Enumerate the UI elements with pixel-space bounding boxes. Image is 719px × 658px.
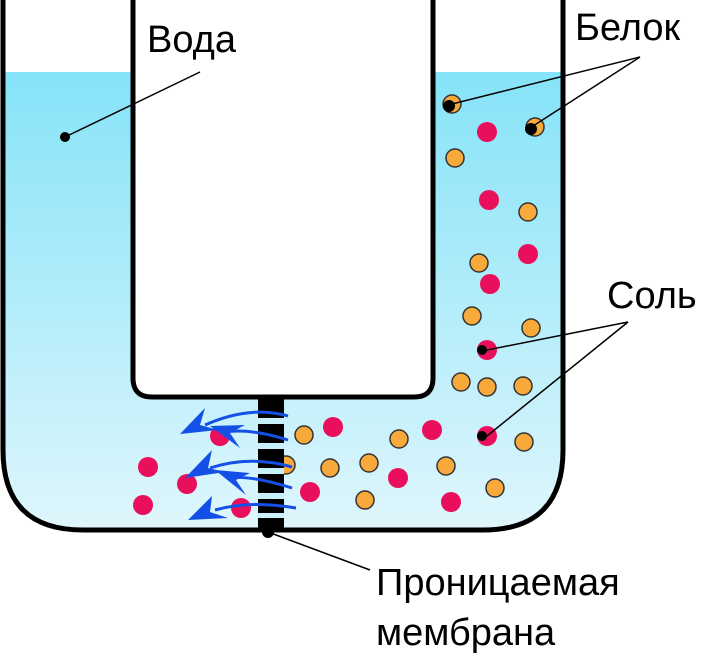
- protein-particle: [445, 148, 465, 168]
- protein-particle: [469, 253, 489, 273]
- salt-particle: [231, 498, 251, 518]
- label-membrane-line1: Проницаемая: [376, 562, 620, 604]
- protein-particle: [320, 458, 340, 478]
- protein-particle: [294, 425, 314, 445]
- protein-particle: [355, 490, 375, 510]
- salt-particle: [300, 482, 320, 502]
- salt-particle: [323, 417, 343, 437]
- protein-particle: [477, 377, 497, 397]
- salt-particle: [388, 468, 408, 488]
- label-water: Вода: [147, 19, 237, 61]
- salt-particle: [479, 190, 499, 210]
- salt-particle: [441, 492, 461, 512]
- protein-particle: [521, 318, 541, 338]
- protein-particle: [389, 429, 409, 449]
- pointer-lines: [64, 56, 641, 571]
- pointer-dots: [60, 100, 537, 538]
- protein-particle: [485, 478, 505, 498]
- label-membrane-line2: мембрана: [376, 612, 556, 654]
- salt-particle: [138, 457, 158, 477]
- label-protein: Белок: [575, 7, 681, 49]
- protein-particle: [359, 453, 379, 473]
- label-salt: Соль: [607, 275, 697, 317]
- salt-particle: [477, 122, 497, 142]
- protein-particle: [513, 376, 533, 396]
- arrowheads: [180, 408, 250, 520]
- salt-particle: [133, 495, 153, 515]
- salt-particle: [177, 474, 197, 494]
- salt-particle: [480, 274, 500, 294]
- salt-particle: [518, 244, 538, 264]
- salt-particle: [422, 420, 442, 440]
- protein-particle: [436, 456, 456, 476]
- protein-particle: [451, 372, 471, 392]
- inner-tube: [130, 0, 436, 400]
- protein-particle: [514, 432, 534, 452]
- protein-particle: [518, 202, 538, 222]
- protein-particle: [462, 306, 482, 326]
